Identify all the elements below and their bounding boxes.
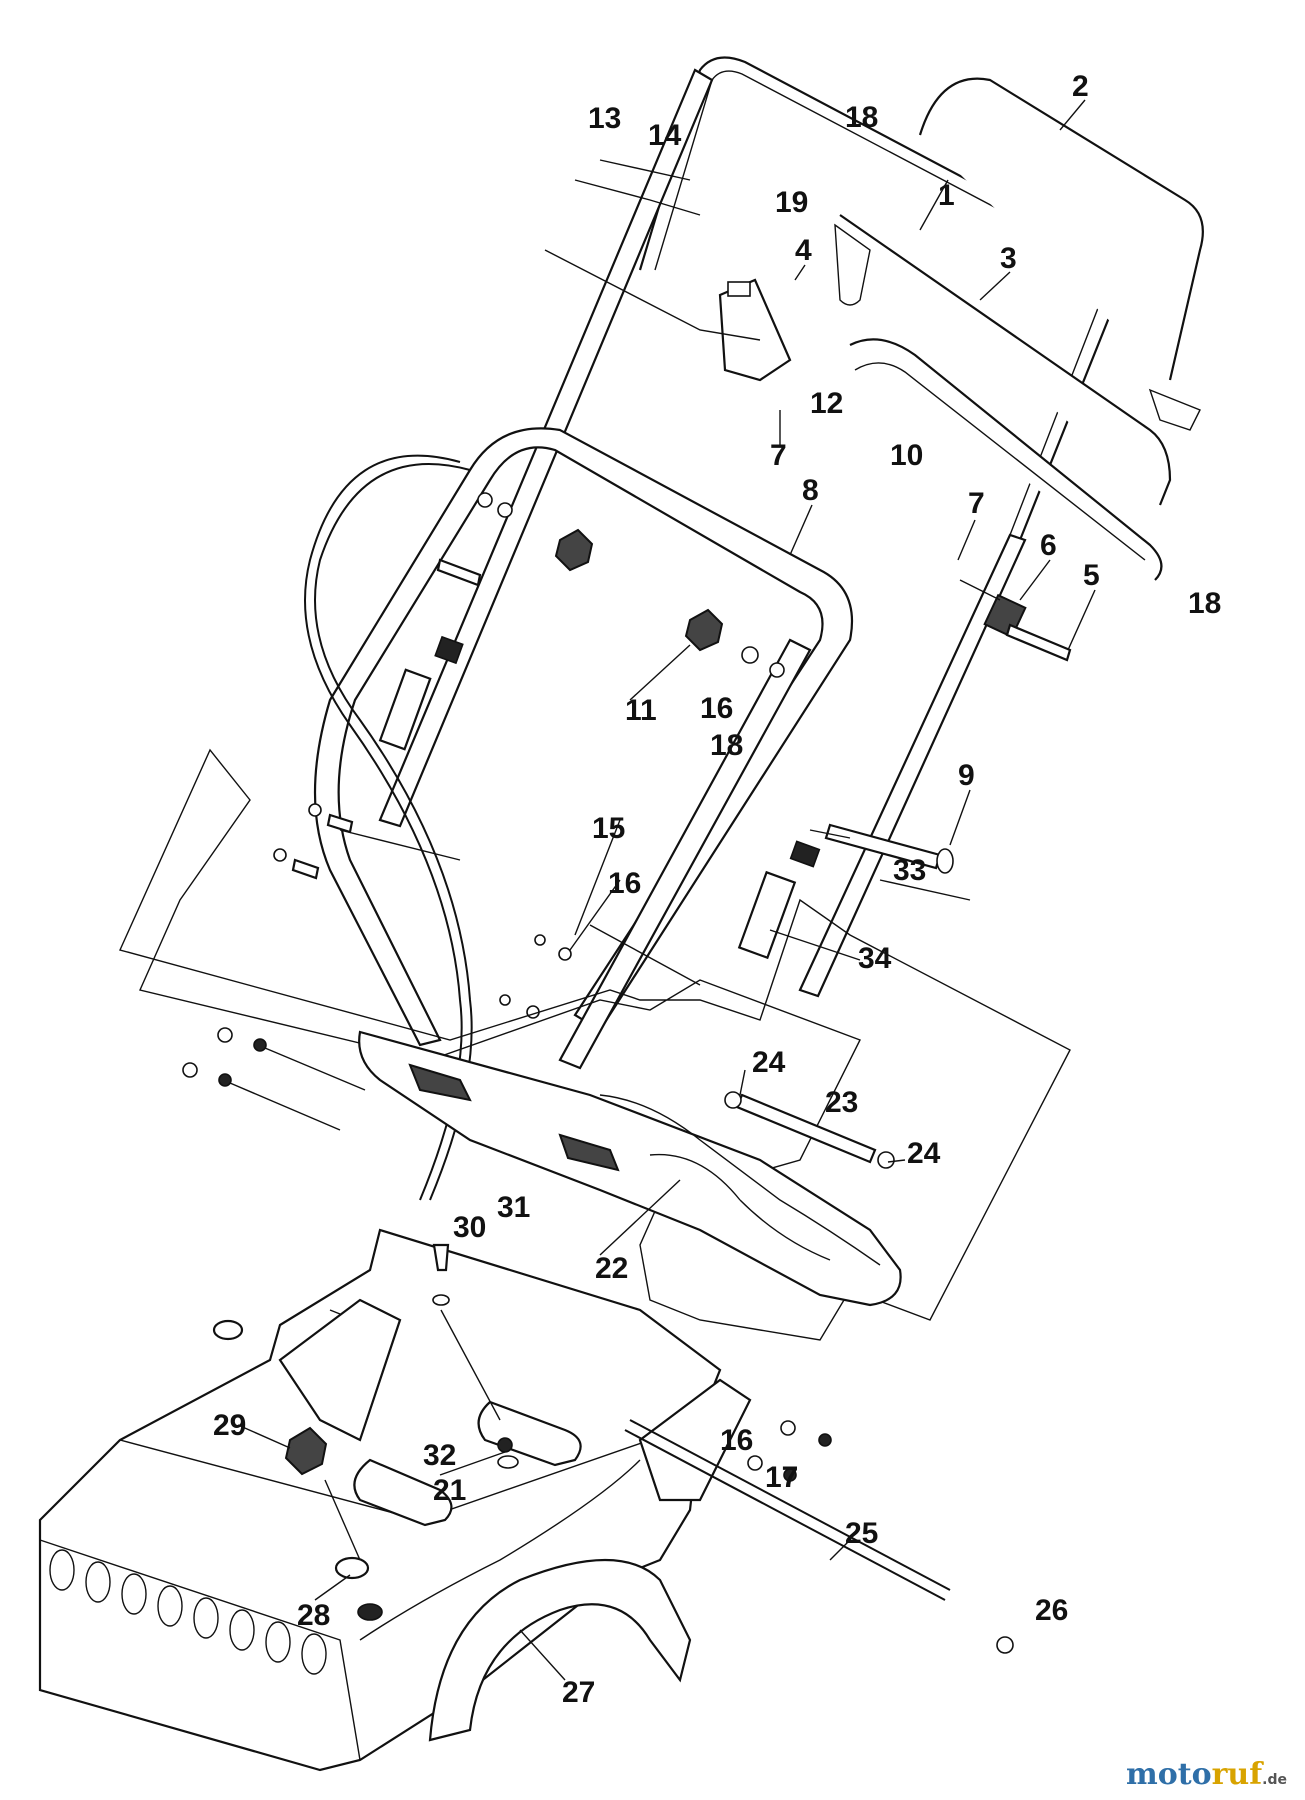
nut-26 bbox=[996, 1636, 1014, 1654]
label-15: 15 bbox=[592, 812, 625, 845]
label-2: 2 bbox=[1072, 70, 1089, 103]
part-labels: 1 2 3 4 5 6 7 7 8 9 10 11 12 13 14 15 16… bbox=[213, 70, 1221, 1709]
star-knob-upper bbox=[554, 528, 594, 572]
cable-bar bbox=[834, 214, 1172, 506]
label-31: 31 bbox=[497, 1191, 530, 1224]
handle-plug-right bbox=[737, 840, 821, 960]
label-6: 6 bbox=[1040, 529, 1057, 562]
label-17: 17 bbox=[765, 1461, 798, 1494]
housing-spacer bbox=[212, 1319, 244, 1341]
label-leader-lines bbox=[237, 99, 1096, 1681]
label-7b: 7 bbox=[968, 487, 985, 520]
label-21: 21 bbox=[433, 1474, 466, 1507]
label-11: 11 bbox=[625, 694, 657, 727]
label-14: 14 bbox=[648, 119, 682, 152]
left-bolts bbox=[273, 492, 572, 1019]
label-7a: 7 bbox=[770, 439, 787, 472]
watermark-tld: .de bbox=[1262, 1772, 1287, 1788]
label-32: 32 bbox=[423, 1439, 456, 1472]
label-24b: 24 bbox=[907, 1137, 941, 1170]
rod-25 bbox=[624, 1419, 951, 1601]
axle-23 bbox=[724, 1091, 895, 1169]
label-18a: 18 bbox=[845, 101, 878, 134]
lower-handle-bend bbox=[849, 338, 1163, 581]
cross-member-22 bbox=[358, 1030, 902, 1307]
label-33: 33 bbox=[893, 854, 926, 887]
label-28: 28 bbox=[297, 1599, 330, 1632]
label-19: 19 bbox=[775, 186, 808, 219]
housing-bracket-right bbox=[638, 1378, 832, 1502]
label-23: 23 bbox=[825, 1086, 858, 1119]
label-16a: 16 bbox=[700, 692, 733, 725]
label-18b: 18 bbox=[710, 729, 743, 762]
lever-bar bbox=[918, 77, 1204, 431]
label-24a: 24 bbox=[752, 1046, 786, 1079]
label-29: 29 bbox=[213, 1409, 246, 1442]
label-9: 9 bbox=[958, 759, 975, 792]
label-12: 12 bbox=[810, 387, 843, 420]
label-16b: 16 bbox=[608, 867, 641, 900]
label-5: 5 bbox=[1083, 559, 1100, 592]
label-16c: 16 bbox=[720, 1424, 753, 1457]
label-1: 1 bbox=[938, 179, 955, 212]
housing-slots bbox=[353, 1400, 582, 1527]
callout-lines-handle bbox=[339, 159, 1001, 986]
watermark: motoruf.de bbox=[1126, 1757, 1287, 1792]
label-27: 27 bbox=[562, 1676, 595, 1709]
bolt-30 bbox=[432, 1243, 501, 1421]
frame-outline-box bbox=[119, 748, 1071, 1341]
label-34: 34 bbox=[858, 942, 892, 975]
label-18c: 18 bbox=[1188, 587, 1221, 620]
housing-bracket-left bbox=[182, 1027, 402, 1442]
middle-handle-frame bbox=[313, 427, 854, 1047]
bowden-cable bbox=[304, 454, 473, 1201]
label-8: 8 bbox=[802, 474, 819, 507]
label-4: 4 bbox=[795, 234, 812, 267]
star-knob-11 bbox=[684, 608, 785, 678]
watermark-accent: ruf bbox=[1211, 1757, 1263, 1792]
label-25: 25 bbox=[845, 1517, 878, 1550]
frame-lower-right-tube bbox=[558, 638, 812, 1070]
cable-clamp bbox=[718, 278, 792, 382]
label-30: 30 bbox=[453, 1211, 486, 1244]
star-knob-29 bbox=[284, 1426, 361, 1561]
housing-vents bbox=[49, 1549, 327, 1675]
label-13: 13 bbox=[588, 102, 621, 135]
label-22: 22 bbox=[595, 1252, 628, 1285]
label-26: 26 bbox=[1035, 1594, 1068, 1627]
handle-plug-left bbox=[378, 635, 464, 751]
label-3: 3 bbox=[1000, 242, 1017, 275]
adjuster-6 bbox=[983, 593, 1072, 662]
label-10: 10 bbox=[890, 439, 923, 472]
watermark-main: moto bbox=[1126, 1757, 1212, 1792]
spacer-28 bbox=[334, 1556, 383, 1621]
